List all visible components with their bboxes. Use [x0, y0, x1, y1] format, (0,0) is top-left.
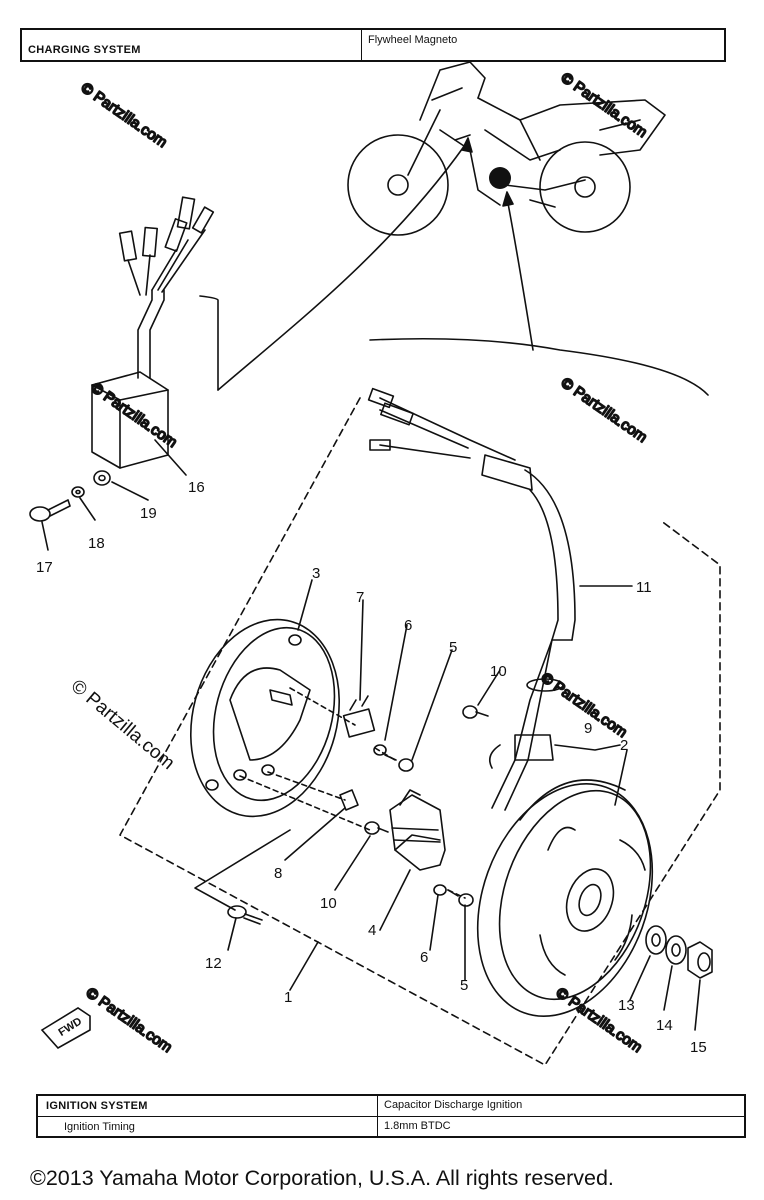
- callout-19: 19: [140, 505, 157, 522]
- callout-5: 5: [460, 977, 468, 994]
- watermark-main: © Partzilla.com: [67, 676, 179, 774]
- charging-system-value: Flywheel Magneto: [368, 34, 458, 46]
- magneto-bracket: [369, 337, 709, 396]
- callout-2: 2: [620, 737, 628, 754]
- washer-13: [645, 925, 667, 955]
- lock-washer-14: [665, 935, 687, 965]
- fwd-arrow-icon: FWD: [40, 1007, 91, 1050]
- callout-5: 5: [449, 639, 457, 656]
- stator-plate-3: [189, 618, 341, 818]
- ignition-system-label: IGNITION SYSTEM: [38, 1096, 378, 1116]
- watermark-faint-group: © Partzilla.com © Partzilla.com © Partzi…: [77, 69, 651, 1058]
- watermark-faint: © Partzilla.com: [83, 984, 176, 1056]
- ignition-timing-row: Ignition Timing 1.8mm BTDC: [38, 1116, 744, 1137]
- screw-12: [227, 905, 263, 925]
- ignition-timing-label: Ignition Timing: [38, 1117, 378, 1137]
- motorcycle-illustration: [347, 61, 666, 236]
- callout-6: 6: [420, 949, 428, 966]
- callout-numbers: 3 7 6 5 10 11 9 2 8 10 4 6 5 12 1 13 14 …: [36, 479, 707, 1056]
- bolt-10-upper: [462, 705, 489, 719]
- watermark-faint: © Partzilla.com: [78, 79, 171, 151]
- callout-16: 16: [188, 479, 205, 496]
- bolt-17: [29, 499, 71, 522]
- magneto-location-dot: [489, 167, 511, 189]
- nut-15: [687, 941, 713, 979]
- washer-18: [71, 486, 85, 498]
- callout-3: 3: [312, 565, 320, 582]
- ignition-system-value: Capacitor Discharge Ignition: [384, 1099, 523, 1111]
- watermark-faint: © Partzilla.com: [558, 69, 651, 141]
- clamp-9: [489, 734, 554, 769]
- washer-6-upper: [373, 744, 387, 756]
- callout-11: 11: [636, 579, 652, 596]
- ignition-timing-value: 1.8mm BTDC: [384, 1120, 451, 1132]
- ignition-system-row: IGNITION SYSTEM Capacitor Discharge Igni…: [38, 1096, 744, 1116]
- flywheel-rotor-2: [476, 779, 654, 1017]
- cdi-location-arrow: [217, 144, 466, 391]
- bolt-10-lower: [364, 821, 389, 835]
- assembly-dashed-outline: [119, 397, 721, 1066]
- bracket-8: [339, 789, 359, 811]
- callout-8: 8: [274, 865, 282, 882]
- watermark-faint: © Partzilla.com: [558, 374, 651, 446]
- callout-17: 17: [36, 559, 53, 576]
- callout-14: 14: [656, 1017, 673, 1034]
- callout-4: 4: [368, 922, 376, 939]
- callout-18: 18: [88, 535, 105, 552]
- charging-system-label: CHARGING SYSTEM: [22, 30, 362, 60]
- callout-1: 1: [284, 989, 292, 1006]
- callout-12: 12: [205, 955, 222, 972]
- copyright-notice: ©2013 Yamaha Motor Corporation, U.S.A. A…: [30, 1166, 614, 1190]
- cdi-bracket: [199, 295, 219, 391]
- wire-harness-11: [367, 387, 576, 811]
- washer-6-lower: [433, 884, 447, 896]
- callout-7: 7: [356, 589, 364, 606]
- magneto-location-arrow: [506, 197, 534, 351]
- callout-6: 6: [404, 617, 412, 634]
- callout-10: 10: [320, 895, 337, 912]
- callout-9: 9: [584, 720, 592, 737]
- screw-5-upper: [384, 754, 414, 772]
- charging-system-table: CHARGING SYSTEM Flywheel Magneto: [20, 28, 726, 62]
- ignition-system-table: IGNITION SYSTEM Capacitor Discharge Igni…: [36, 1094, 746, 1138]
- callout-13: 13: [618, 997, 635, 1014]
- callout-10: 10: [490, 663, 507, 680]
- charge-coil-4: [389, 789, 446, 871]
- pickup-coil-7: [342, 695, 376, 738]
- washer-19: [93, 470, 111, 486]
- callout-15: 15: [690, 1039, 707, 1056]
